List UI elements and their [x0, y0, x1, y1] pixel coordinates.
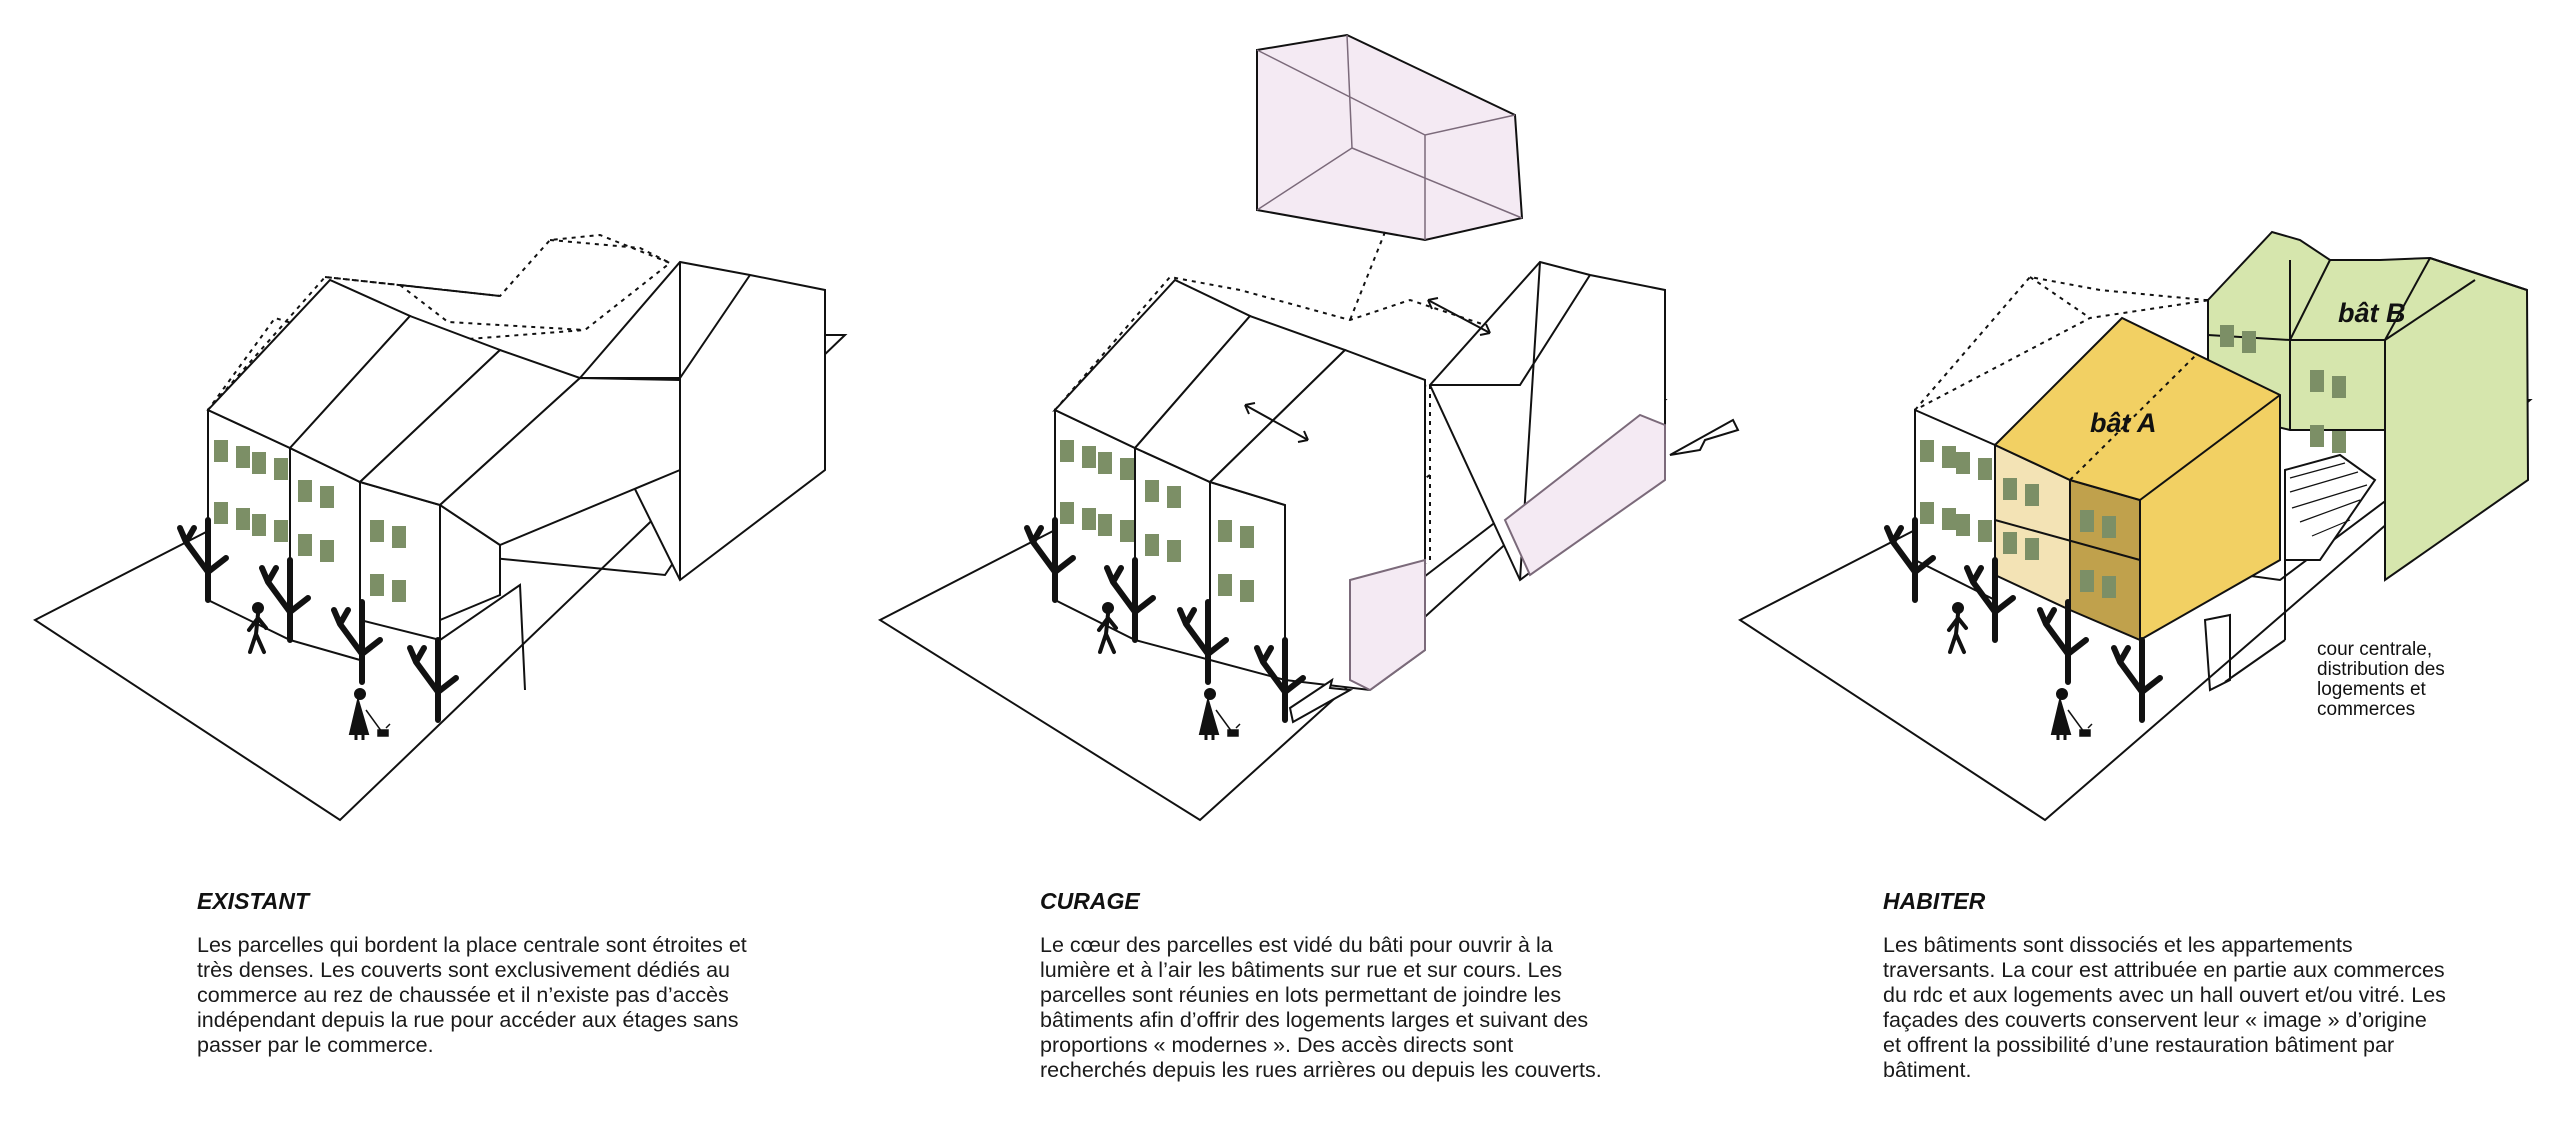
arrow-icon	[1669, 418, 1740, 456]
svg-text:commerces: commerces	[2317, 699, 2415, 720]
existant-diagram	[33, 233, 848, 822]
courtyard-label: cour centrale, distribution des logement…	[2317, 639, 2445, 720]
caption-curage: CURAGE Le cœur des parcelles est vidé du…	[1040, 888, 1640, 1083]
arrow-icon	[1244, 402, 1309, 443]
caption-body: Le cœur des parcelles est vidé du bâti p…	[1040, 933, 1602, 1082]
caption-body: Les bâtiments sont dissociés et les appa…	[1883, 933, 2446, 1082]
caption-body: Les parcelles qui bordent la place centr…	[197, 933, 747, 1057]
building-b-label: bât B	[2338, 298, 2406, 328]
building-a-roof	[1993, 316, 2281, 642]
caption-title: EXISTANT	[197, 888, 310, 914]
caption-existant: EXISTANT Les parcelles qui bordent la pl…	[197, 888, 797, 1058]
arrow-icon	[1427, 297, 1491, 336]
caption-title: CURAGE	[1040, 888, 1140, 914]
svg-text:distribution des: distribution des	[2317, 659, 2445, 680]
svg-text:logements et: logements et	[2317, 679, 2427, 700]
caption-habiter: HABITER Les bâtiments sont dissociés et …	[1883, 888, 2483, 1083]
arrow-icon	[1288, 677, 1354, 724]
curage-diagram	[877, 33, 1740, 822]
removed-volume	[1256, 33, 1524, 242]
building-a-label: bât A	[2090, 408, 2157, 438]
svg-text:cour centrale,: cour centrale,	[2317, 639, 2432, 660]
habiter-diagram: bât B bât A	[1738, 230, 2533, 822]
caption-title: HABITER	[1883, 888, 1986, 914]
